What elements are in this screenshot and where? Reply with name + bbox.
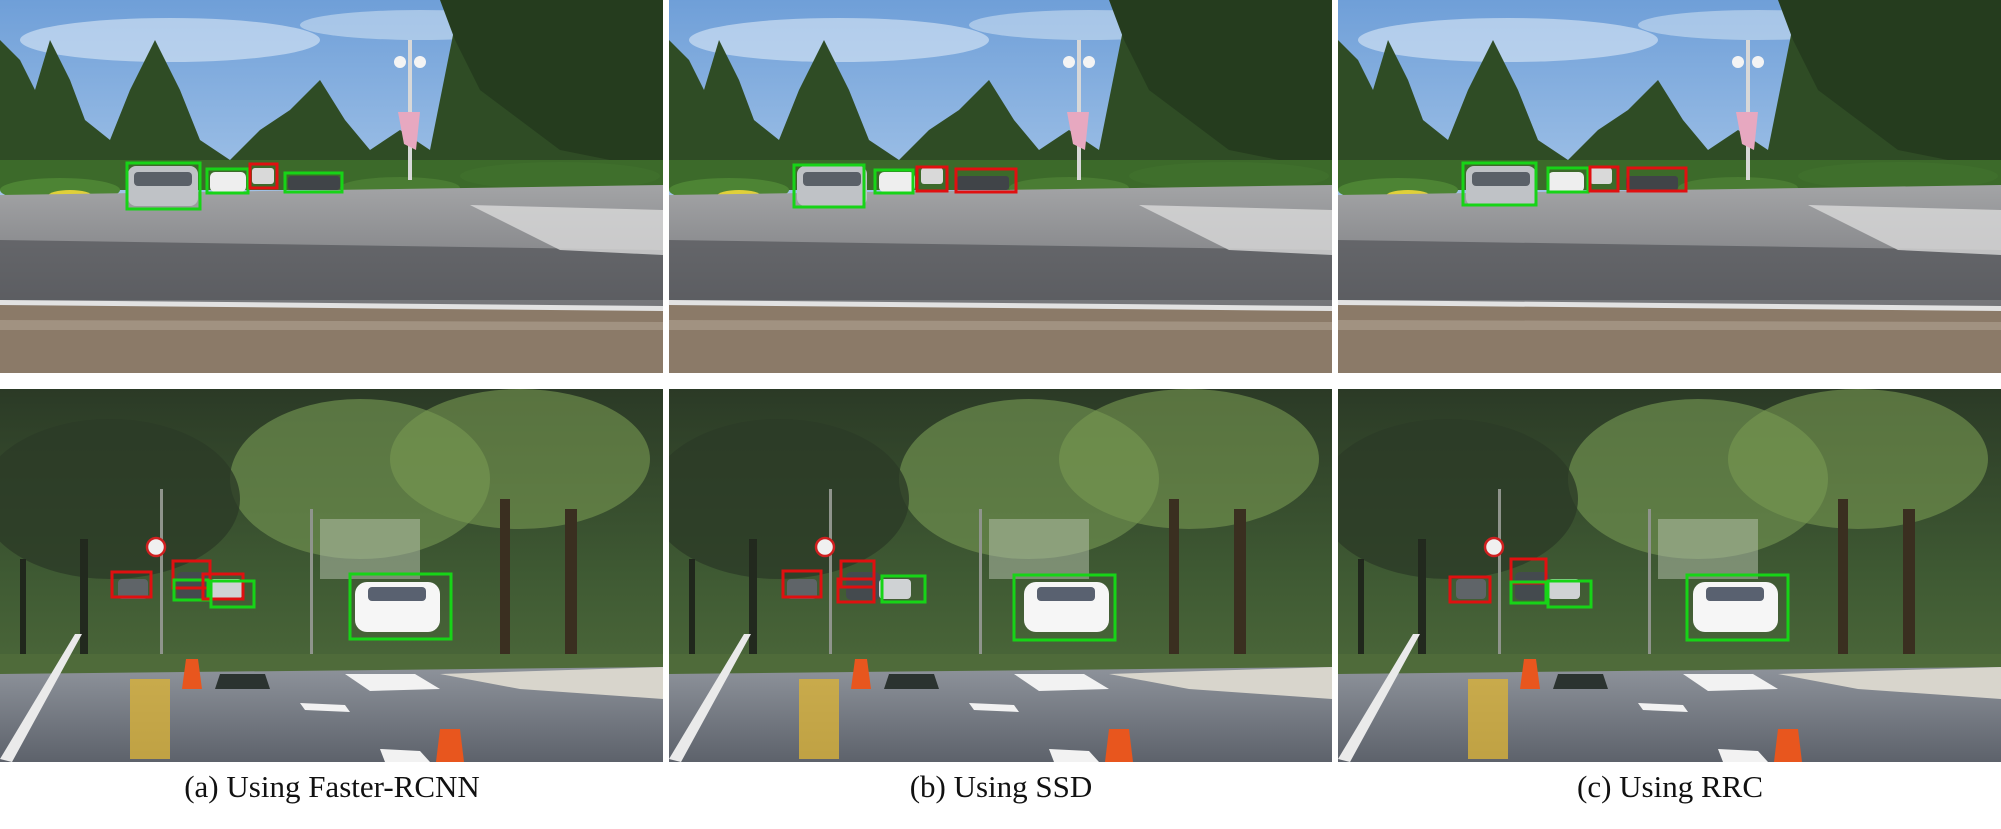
detection-box-true	[1546, 166, 1590, 194]
detection-box-true	[1461, 161, 1538, 207]
panel-c-bottom	[1338, 389, 2001, 762]
detection-box-true	[1012, 573, 1117, 642]
caption-c: (c) Using RRC	[1577, 769, 1763, 804]
detection-box-false	[248, 162, 279, 190]
forest-road-photo	[0, 389, 663, 762]
detection-box-false	[1448, 575, 1492, 604]
detection-box-true	[1685, 573, 1790, 642]
detection-box-false	[839, 559, 876, 589]
detection-box-true	[1546, 579, 1593, 609]
detection-box-false	[781, 569, 823, 599]
panel-a-bottom	[0, 389, 663, 762]
panel-c-top	[1338, 0, 2001, 373]
detection-box-false	[1626, 166, 1688, 193]
street-scene-photo	[0, 0, 663, 373]
detection-box-true	[125, 161, 202, 211]
detection-box-true	[873, 168, 915, 195]
panel-b-top	[669, 0, 1332, 373]
detection-box-false	[836, 577, 876, 604]
detection-box-false	[110, 570, 153, 599]
caption-b: (b) Using SSD	[909, 769, 1093, 804]
panel-a-top	[0, 0, 663, 373]
forest-road-photo	[669, 389, 1332, 762]
detection-box-true	[172, 578, 210, 602]
panel-b-bottom	[669, 389, 1332, 762]
detection-box-true	[205, 167, 250, 195]
street-scene-photo	[669, 0, 1332, 373]
forest-road-photo	[1338, 389, 2001, 762]
detection-box-true	[348, 572, 453, 641]
detection-box-false	[954, 167, 1018, 194]
detection-box-true	[792, 163, 866, 209]
detection-box-true	[1509, 580, 1548, 605]
caption-a: (a) Using Faster-RCNN	[184, 769, 480, 804]
detection-box-true	[880, 574, 927, 604]
detection-box-true	[209, 579, 256, 609]
street-scene-photo	[1338, 0, 2001, 373]
detection-box-false	[915, 165, 949, 193]
detection-box-false	[1588, 165, 1620, 193]
detection-box-true	[283, 171, 344, 194]
detection-box-false	[201, 572, 245, 601]
